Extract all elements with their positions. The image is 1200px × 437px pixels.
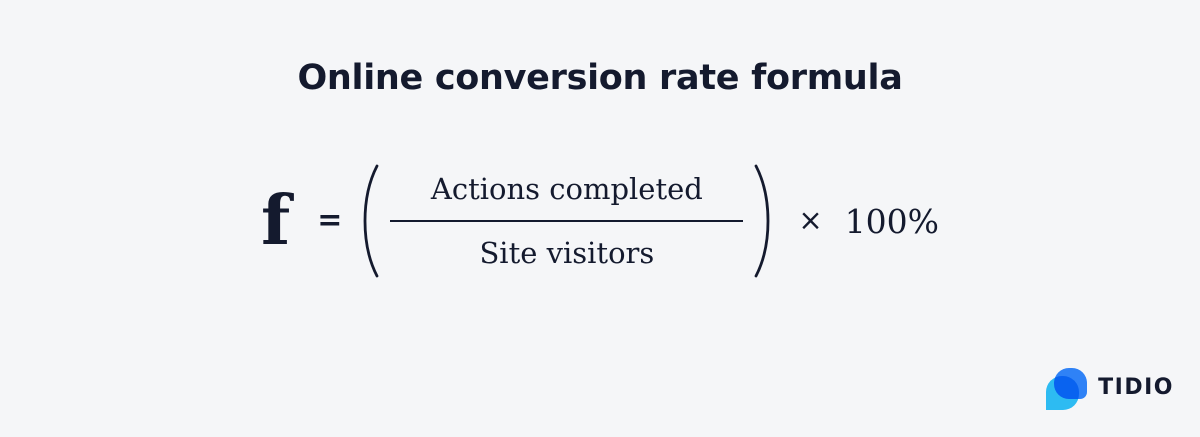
close-paren-icon — [754, 164, 770, 278]
fraction-denominator: Site visitors — [479, 236, 655, 270]
fraction-numerator: Actions completed — [430, 171, 703, 206]
fraction-line — [390, 220, 744, 222]
tidio-logo: TIDIO — [1046, 367, 1174, 410]
percentage-value: 100% — [844, 201, 940, 241]
multiply-sign: × — [798, 203, 823, 237]
chat-bubble-cyan-icon — [1046, 376, 1080, 410]
tidio-wordmark: TIDIO — [1098, 375, 1174, 400]
tidio-bubbles-icon — [1046, 367, 1088, 410]
fraction: Actions completed Site visitors — [390, 171, 744, 270]
formula-variable: f — [260, 181, 291, 262]
page-title: Online conversion rate formula — [297, 58, 903, 98]
equals-sign: = — [317, 202, 343, 238]
open-paren-icon — [364, 164, 379, 278]
conversion-rate-formula: f = Actions completed Site visitors × 10… — [0, 164, 1200, 278]
